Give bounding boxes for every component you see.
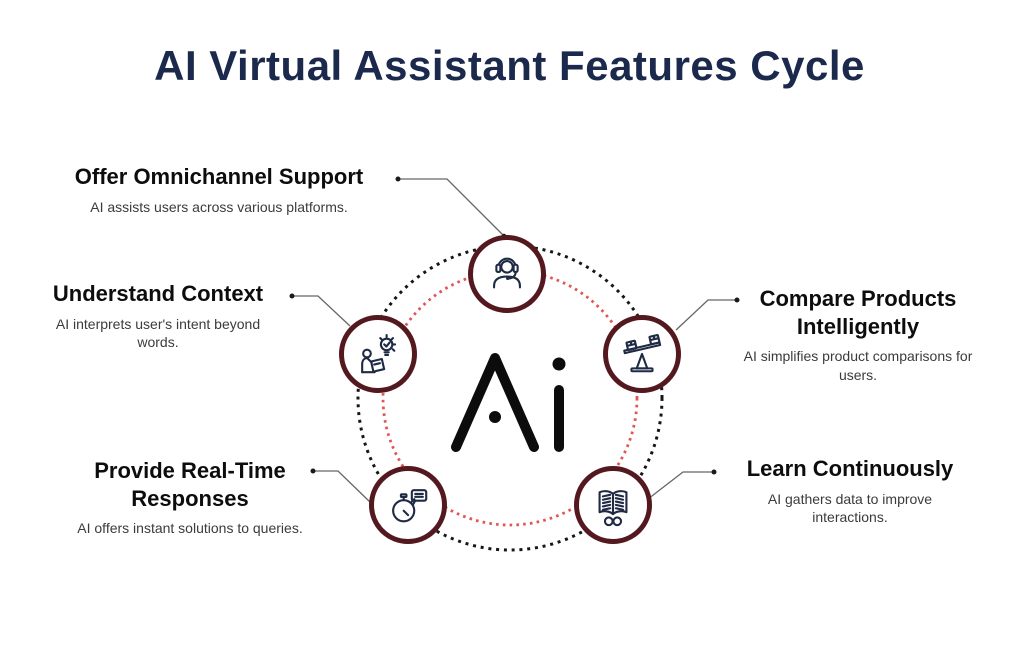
page-title: AI Virtual Assistant Features Cycle [154,42,865,89]
feature-description: AI offers instant solutions to queries. [77,520,303,536]
ai-logo [451,353,566,452]
book-infinity-icon [598,490,628,527]
feature-learn-continuously: Learn Continuously AI gathers data to im… [700,455,1000,527]
feature-description: AI gathers data to improve interactions. [767,490,933,526]
inner-dotted-ring [381,269,639,527]
balance-seesaw-icon [623,333,662,373]
feature-description: AI assists users across various platform… [90,198,348,215]
person-lightbulb-icon [361,333,397,374]
feature-title: Compare Products Intelligently [759,286,957,339]
feature-description: AI interprets user's intent beyond words… [55,315,261,351]
feature-omnichannel-support: Offer Omnichannel Support AI assists use… [39,163,399,216]
node-realtime-responses [369,466,447,544]
headset-agent-icon [493,257,521,289]
feature-title: Learn Continuously [746,456,954,481]
connector-lines [292,178,737,504]
node-understand-context [339,315,417,393]
node-learn-continuously [574,466,652,544]
feature-description: AI simplifies product comparisons for us… [743,348,973,383]
feature-understand-context: Understand Context AI interprets user's … [8,280,308,352]
node-compare-products [603,315,681,393]
stopwatch-chat-icon [392,489,428,523]
node-omnichannel-support [468,235,546,313]
feature-realtime-responses: Provide Real-Time Responses AI offers in… [40,457,340,538]
feature-compare-products: Compare Products Intelligently AI simpli… [708,285,1008,385]
outer-dotted-ring [356,244,664,552]
feature-title: Offer Omnichannel Support [74,164,364,189]
feature-title: Understand Context [52,281,264,306]
feature-title: Provide Real-Time Responses [94,458,286,511]
